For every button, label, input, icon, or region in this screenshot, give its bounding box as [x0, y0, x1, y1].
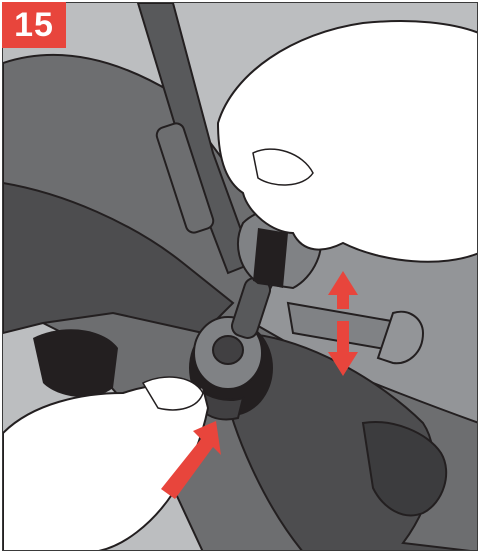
buckle-latch-clip — [253, 228, 288, 288]
instruction-frame — [2, 2, 478, 551]
harness-adjust-illustration — [3, 3, 478, 551]
step-number-badge: 15 — [2, 2, 66, 48]
central-buckle-hole — [213, 336, 243, 364]
